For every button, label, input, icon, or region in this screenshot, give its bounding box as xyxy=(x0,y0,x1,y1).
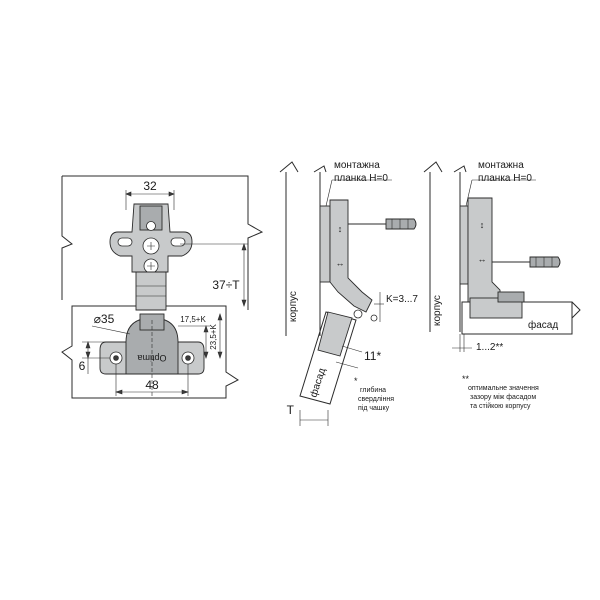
svg-text:↕: ↕ xyxy=(338,224,343,234)
middle-dim-t-label: T xyxy=(287,403,295,417)
right-note-line-3: та стійкою корпусу xyxy=(470,402,531,410)
middle-cup xyxy=(317,311,353,357)
svg-text:↔: ↔ xyxy=(336,258,345,268)
right-mounting-plate xyxy=(459,205,469,285)
middle-note-line-1: глибина xyxy=(360,386,386,394)
middle-note-line-2: свердління xyxy=(358,395,394,403)
middle-facade-label: фасад xyxy=(307,366,328,399)
cabinet-panel-upper xyxy=(61,175,264,310)
middle-body-label: корпус xyxy=(288,291,299,322)
right-screwdriver-icon xyxy=(492,256,561,268)
plate-slot-right xyxy=(170,237,186,247)
right-plate-label-1: монтажна xyxy=(478,160,524,171)
left-view: 32 37÷T Optima ⌀35 xyxy=(61,175,264,399)
right-hinge-arm xyxy=(467,197,501,303)
right-cup xyxy=(469,297,523,319)
dim-plate-width-label: 48 xyxy=(145,378,159,392)
middle-screwdriver-icon xyxy=(348,218,417,230)
facade-panel-outline xyxy=(61,305,239,399)
middle-view: корпус ↕ ↔ монтажна планка H=0 фасад K=3… xyxy=(279,160,418,426)
middle-plate-label-2: планка H=0 xyxy=(334,173,388,184)
right-dim-gap-label: 1...2** xyxy=(476,342,503,353)
dim-width-label: 32 xyxy=(143,179,157,193)
hinge-arm xyxy=(135,271,167,311)
right-facade-label: фасад xyxy=(528,319,558,331)
middle-hinge-arm xyxy=(329,199,373,313)
dim-height-label: 37÷T xyxy=(212,278,240,292)
right-view: корпус ↕ ↔ монтажна планка H=0 фасад 1..… xyxy=(423,160,581,410)
right-note-marker: ** xyxy=(462,374,470,384)
middle-dim-k-label: K=3...7 xyxy=(386,294,418,305)
dim-offset-b-label: 23,5+K xyxy=(209,324,218,350)
svg-text:↔: ↔ xyxy=(478,254,487,264)
dim-plate-gap-label: 6 xyxy=(79,359,86,373)
svg-text:↕: ↕ xyxy=(480,220,485,230)
middle-note-marker: * xyxy=(354,376,358,386)
middle-mounting-plate xyxy=(319,205,331,283)
middle-facade-panel xyxy=(299,311,357,405)
right-body-label: корпус xyxy=(432,295,443,326)
right-note-line-1: оптимальне значення xyxy=(468,385,539,392)
middle-note-line-3: під чашку xyxy=(358,404,390,412)
middle-cabinet-body xyxy=(279,161,327,336)
plate-slot-left xyxy=(117,237,133,247)
adjust-screw-top xyxy=(146,221,156,231)
dim-offset-a-label: 17,5+K xyxy=(180,315,206,324)
right-plate-label-2: планка H=0 xyxy=(478,173,532,184)
middle-plate-label-1: монтажна xyxy=(334,160,380,171)
right-note-line-2: зазору між фасадом xyxy=(470,393,536,401)
right-facade-panel xyxy=(461,301,581,335)
dim-cup-diameter-label: ⌀35 xyxy=(94,312,115,326)
middle-dim-depth-label: 11* xyxy=(364,349,381,363)
